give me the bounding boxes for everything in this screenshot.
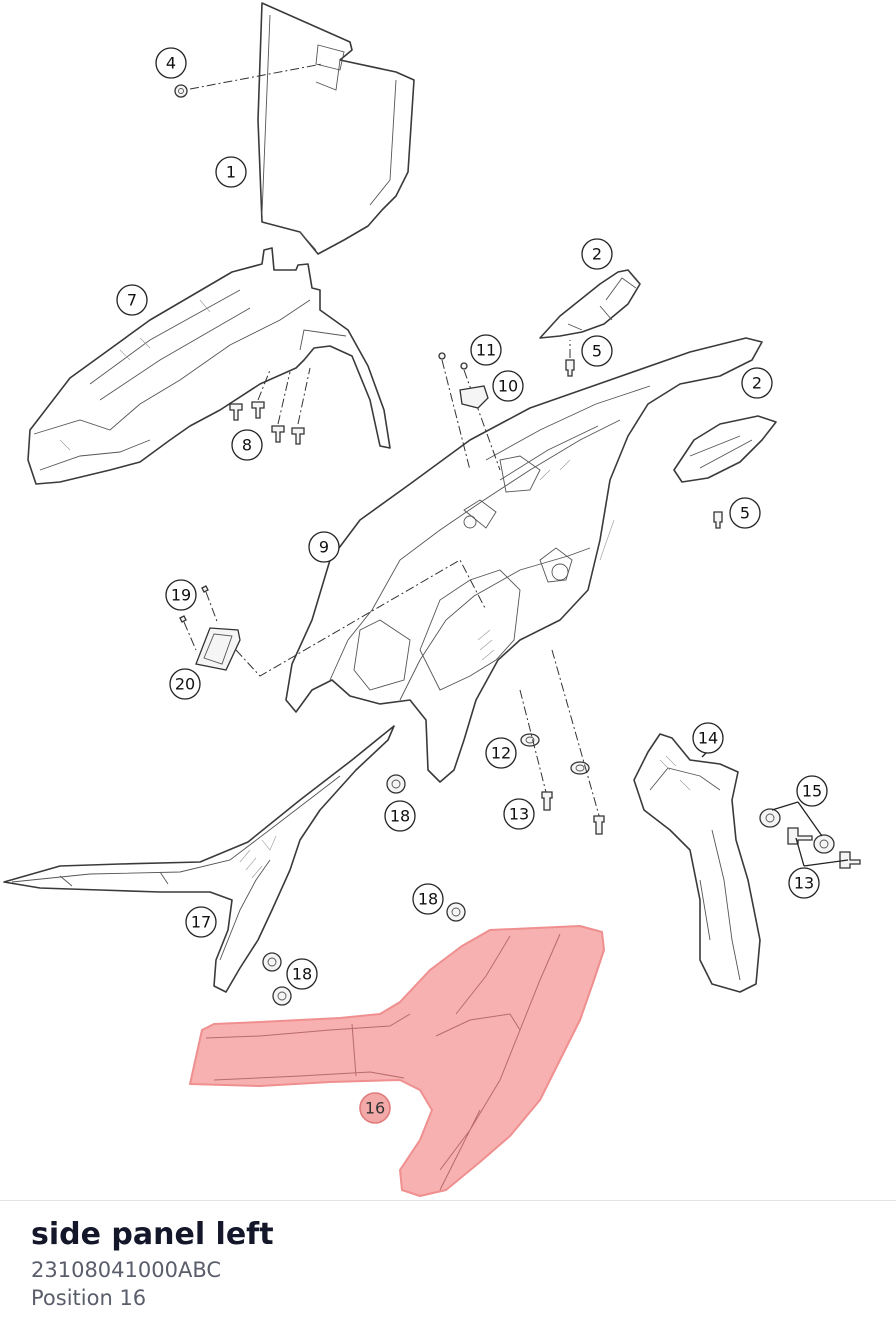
callout-17[interactable]: 17 — [185, 906, 217, 938]
callout-5-upper[interactable]: 5 — [581, 335, 613, 367]
svg-text:13: 13 — [509, 805, 529, 824]
svg-text:2: 2 — [752, 374, 762, 393]
rear-fender-part[interactable] — [285, 337, 763, 783]
washers-part-15[interactable] — [759, 808, 835, 854]
nut-part[interactable] — [174, 84, 188, 98]
svg-text:13: 13 — [794, 874, 814, 893]
svg-text:16: 16 — [365, 1099, 385, 1118]
callout-20[interactable]: 20 — [169, 668, 201, 700]
screws-part-11[interactable] — [438, 352, 468, 370]
part-position: Position 16 — [31, 1286, 147, 1310]
svg-text:15: 15 — [802, 782, 822, 801]
screws-part-19[interactable] — [179, 585, 209, 623]
part-number: 23108041000ABC — [31, 1258, 222, 1282]
grommet-part-12[interactable] — [520, 733, 590, 775]
callout-13-center[interactable]: 13 — [503, 798, 535, 830]
svg-text:5: 5 — [740, 504, 750, 523]
svg-text:17: 17 — [191, 913, 211, 932]
callout-11[interactable]: 11 — [470, 334, 502, 366]
screw-part-5-lower[interactable] — [713, 511, 723, 529]
callout-16-selected[interactable]: 16 — [359, 1092, 391, 1124]
callout-4[interactable]: 4 — [155, 47, 187, 79]
fork-guard-lower-part[interactable] — [673, 415, 777, 483]
svg-text:5: 5 — [592, 342, 602, 361]
front-fender-part[interactable] — [27, 247, 391, 485]
svg-text:18: 18 — [418, 890, 438, 909]
part-title: side panel left — [31, 1217, 274, 1252]
callout-15[interactable]: 15 — [796, 775, 828, 807]
screw-part-5-upper[interactable] — [565, 359, 575, 377]
svg-text:18: 18 — [390, 807, 410, 826]
clip-part-10[interactable] — [459, 385, 489, 409]
connector-part-20[interactable] — [195, 627, 241, 671]
callout-18-c[interactable]: 18 — [286, 958, 318, 990]
exploded-parts-diagram: 1 2 2 4 5 5 7 8 9 10 11 12 13 13 14 15 1… — [3, 2, 861, 1197]
svg-text:18: 18 — [292, 965, 312, 984]
side-panel-right-part[interactable] — [633, 733, 761, 993]
callout-1[interactable]: 1 — [215, 156, 247, 188]
callout-18-b[interactable]: 18 — [412, 883, 444, 915]
callout-12[interactable]: 12 — [485, 737, 517, 769]
svg-text:8: 8 — [242, 436, 252, 455]
screw-part-13-center[interactable] — [541, 791, 605, 835]
svg-text:10: 10 — [498, 377, 518, 396]
callout-5-lower[interactable]: 5 — [729, 497, 761, 529]
number-plate-part[interactable] — [257, 2, 415, 255]
screws-part-8[interactable] — [229, 401, 305, 445]
air-box-cover-part[interactable] — [3, 725, 395, 993]
svg-text:20: 20 — [175, 675, 195, 694]
svg-text:4: 4 — [166, 54, 176, 73]
callout-10[interactable]: 10 — [492, 370, 524, 402]
selected-part-info: side panel left 23108041000ABC Position … — [0, 1200, 896, 1336]
svg-text:1: 1 — [226, 163, 236, 182]
svg-text:7: 7 — [127, 291, 137, 310]
grommet-part-18[interactable] — [262, 774, 466, 1006]
svg-text:19: 19 — [171, 586, 191, 605]
fork-guard-upper-part[interactable] — [539, 269, 641, 339]
svg-text:9: 9 — [319, 538, 329, 557]
callout-18-a[interactable]: 18 — [384, 800, 416, 832]
side-panel-left-highlighted[interactable] — [189, 925, 605, 1197]
callout-2-upper[interactable]: 2 — [581, 238, 613, 270]
svg-text:11: 11 — [476, 341, 496, 360]
svg-text:2: 2 — [592, 245, 602, 264]
callout-8[interactable]: 8 — [231, 429, 263, 461]
screws-part-13-right[interactable] — [787, 827, 861, 869]
svg-text:12: 12 — [491, 744, 511, 763]
callout-13-right[interactable]: 13 — [788, 867, 820, 899]
svg-text:14: 14 — [698, 729, 718, 748]
callout-2-lower[interactable]: 2 — [741, 367, 773, 399]
callout-19[interactable]: 19 — [165, 579, 197, 611]
callout-9[interactable]: 9 — [308, 531, 340, 563]
callout-7[interactable]: 7 — [116, 284, 148, 316]
callout-14[interactable]: 14 — [692, 722, 724, 754]
